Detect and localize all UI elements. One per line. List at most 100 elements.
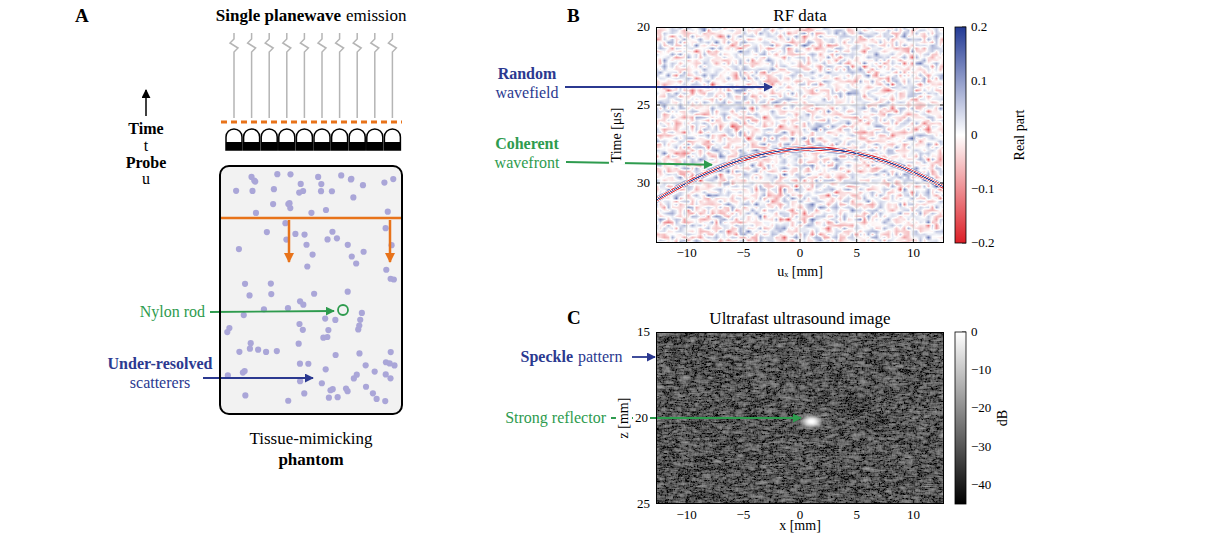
channel-trace xyxy=(336,33,344,118)
scatterer-dot xyxy=(356,350,362,356)
scatterer-dot xyxy=(374,396,380,402)
scatterer-dot xyxy=(383,267,389,273)
colorbar-label: Real part xyxy=(1012,110,1028,161)
colorbar xyxy=(955,332,966,504)
scatterer-dot xyxy=(329,229,335,235)
probe-element xyxy=(296,129,312,150)
rf-data-image xyxy=(656,27,944,243)
probe-backing xyxy=(314,142,330,150)
scatterer-dot xyxy=(390,176,396,182)
scatterer-dot xyxy=(247,346,253,352)
probe-backing xyxy=(279,142,295,150)
scatterer-dot xyxy=(324,236,330,242)
probe-element xyxy=(332,129,348,150)
scatterer-dot xyxy=(350,194,356,200)
scatterer-dot xyxy=(246,292,252,298)
node-title: Ultrafast ultrasound image xyxy=(709,309,890,329)
colorbar-label: dB xyxy=(995,410,1011,426)
propagation-arrow xyxy=(389,220,392,262)
grid-line xyxy=(743,27,744,243)
scatterer-dot xyxy=(348,176,354,182)
scatterer-dot xyxy=(285,201,291,207)
scatterer-dot xyxy=(226,325,232,331)
emitted-wave xyxy=(221,121,402,124)
scatterer-dot xyxy=(363,384,369,390)
scatterer-dot xyxy=(274,348,280,354)
scatterer-dot xyxy=(236,246,242,252)
channel-trace xyxy=(283,33,291,118)
plot-frame: RF data xyxy=(656,27,944,243)
scatterer-dot xyxy=(282,220,288,226)
colorbar-tick: 0.1 xyxy=(971,74,987,89)
scatterer-dot xyxy=(348,176,354,182)
panel-letter: A xyxy=(75,5,89,27)
tick-label: 5 xyxy=(853,246,860,261)
scatterer-dot xyxy=(253,210,259,216)
scatterer-dot xyxy=(323,366,329,372)
channel-trace xyxy=(318,33,326,118)
scatterer-dot xyxy=(385,209,391,215)
scatterer-dot xyxy=(383,371,389,377)
scatterer-dot xyxy=(252,178,258,184)
axis-label: Time [μs] xyxy=(609,106,625,165)
probe-backing xyxy=(244,142,260,150)
node-title: RF data xyxy=(773,6,826,26)
grid-line xyxy=(800,27,801,243)
colorbar-tick: −0.2 xyxy=(971,236,995,251)
scatterer-dot xyxy=(363,362,369,368)
scatterer-dot xyxy=(335,394,341,400)
scatterer-dot xyxy=(318,181,324,187)
axis-name: Time xyxy=(128,120,163,138)
scatterer-dot xyxy=(382,398,388,404)
tick-label: 10 xyxy=(907,508,920,523)
scatterer-dot xyxy=(303,242,309,248)
scatterer-dot xyxy=(242,368,248,374)
probe-element xyxy=(384,129,400,150)
panel-title: Single planewave xyxy=(216,6,341,26)
colorbar-tick: −40 xyxy=(971,477,991,492)
leader-line xyxy=(566,162,712,165)
tick-label: −5 xyxy=(736,508,750,523)
callout-label: Speckle xyxy=(521,348,573,366)
scatterer-dot xyxy=(242,281,248,287)
scatterer-dot xyxy=(285,305,291,311)
scatterer-dot xyxy=(388,276,394,282)
scatterer-dot xyxy=(301,390,307,396)
scatterer-dot xyxy=(304,263,310,269)
scatterer-dot xyxy=(333,352,339,358)
scatterer-dot xyxy=(345,289,351,295)
colorbar-tick: 0.2 xyxy=(971,20,987,35)
grid-line xyxy=(656,105,944,106)
scatterer-dot xyxy=(353,260,359,266)
scatterer-dot xyxy=(370,390,376,396)
callout-label: Random xyxy=(498,65,557,83)
scatterer-dot xyxy=(349,253,355,259)
scatterer-dot xyxy=(323,207,329,213)
probe-backing xyxy=(384,142,400,150)
scatterer-dot xyxy=(292,231,298,237)
tick-label: 25 xyxy=(637,497,650,512)
probe-backing xyxy=(367,142,383,150)
phantom-box: Tissue-mimickingphantom xyxy=(219,165,403,415)
probe-backing xyxy=(349,142,365,150)
node-title: Tissue-mimicking xyxy=(249,429,372,449)
plane-wavefront xyxy=(221,217,401,220)
scatterer-dot xyxy=(300,302,306,308)
scatterer-dot xyxy=(351,375,357,381)
scatterer-dot xyxy=(325,327,331,333)
scatterer-dot xyxy=(338,172,344,178)
tick-label: 15 xyxy=(637,325,650,340)
probe-element xyxy=(367,129,383,150)
scatterer-dot xyxy=(300,327,306,333)
tick-label: 20 xyxy=(637,20,650,35)
axis-label: z [mm] xyxy=(616,396,632,441)
scatterer-dot xyxy=(355,326,361,332)
tick-label: 0 xyxy=(797,246,804,261)
scatterer-dot xyxy=(309,252,315,258)
probe-element xyxy=(279,129,295,150)
leader-line xyxy=(632,356,655,358)
tick-label: 30 xyxy=(637,176,650,191)
axis-label: uₓ [mm] xyxy=(777,264,823,280)
